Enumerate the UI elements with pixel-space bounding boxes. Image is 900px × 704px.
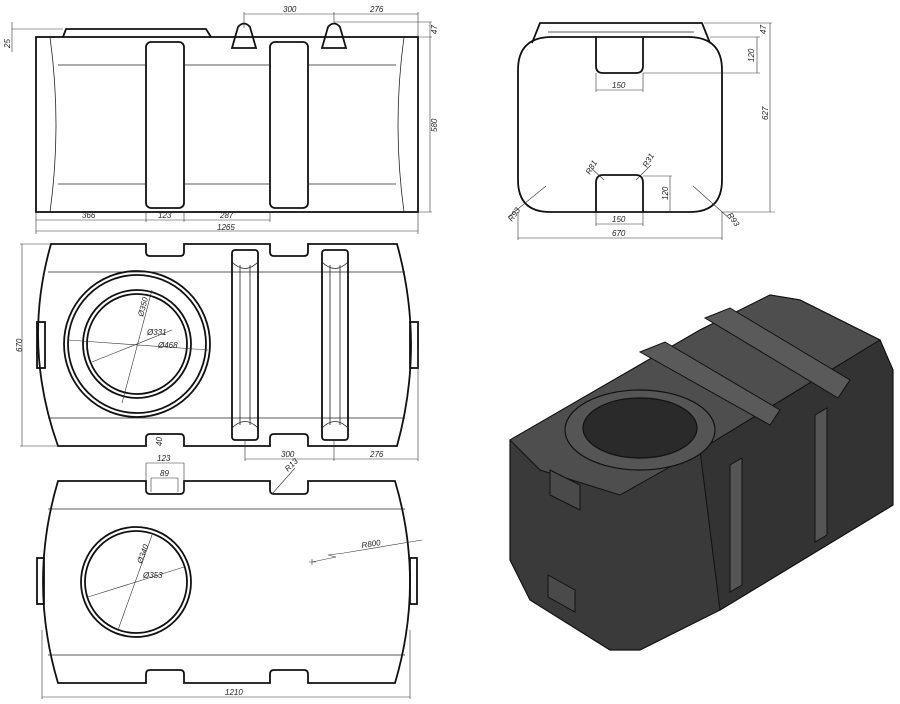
dim-300: 300 — [283, 5, 297, 14]
dim-r93-right: R93 — [725, 211, 741, 229]
side-end-curves — [49, 36, 405, 213]
top-inner-lines — [48, 271, 405, 419]
top-handle-left — [36, 321, 46, 369]
side-inner-lines — [58, 64, 396, 185]
dim-276: 276 — [369, 450, 384, 459]
bottom-handle-left — [36, 557, 45, 605]
top-rib-left — [231, 249, 259, 441]
end-notch-bottom — [595, 174, 644, 212]
dim-120-top: 120 — [747, 48, 756, 62]
dim-40: 40 — [155, 437, 164, 446]
dim-r800: R800 — [361, 538, 382, 550]
top-view: Ø350 Ø331 Ø468 670 40 300 276 R13 — [15, 243, 419, 473]
dim-1210: 1210 — [225, 688, 243, 697]
dim-dia-468: Ø468 — [157, 341, 178, 350]
dim-670: 670 — [15, 338, 24, 352]
side-dimension-lines — [11, 12, 432, 234]
dim-670: 670 — [612, 229, 626, 238]
render-side-face — [699, 339, 894, 611]
bottom-opening-outer — [80, 526, 192, 638]
bottom-inner-lines — [48, 508, 405, 656]
side-view: 300 276 47 25 580 366 123 287 1265 — [3, 5, 439, 234]
render-rib-1 — [638, 341, 781, 426]
dim-dia-340: Ø340 — [135, 543, 151, 566]
top-handle-right — [409, 321, 419, 369]
dim-120-bottom: 120 — [661, 186, 670, 200]
side-body-outline — [35, 36, 419, 213]
end-top-trapezoid — [531, 22, 711, 44]
dim-276: 276 — [369, 5, 384, 14]
dim-dia-331: Ø331 — [146, 328, 167, 337]
dim-150-bottom: 150 — [612, 215, 626, 224]
render-rib-2 — [703, 307, 851, 399]
dim-89: 89 — [160, 469, 169, 478]
tank-3d-render — [509, 294, 894, 651]
render-opening — [582, 397, 698, 459]
side-lug-right — [320, 22, 348, 49]
render-straps — [729, 407, 828, 593]
dim-366: 366 — [82, 211, 96, 220]
dim-287: 287 — [219, 211, 234, 220]
side-lug-left — [230, 22, 258, 49]
bottom-view: 123 89 Ø340 Ø353 R800 1210 — [36, 454, 423, 699]
dim-627: 627 — [761, 106, 770, 120]
bottom-handle-right — [409, 557, 418, 605]
top-dimension-lines — [20, 243, 419, 461]
end-dimension-lines — [507, 22, 775, 240]
top-rib-details — [231, 261, 349, 429]
bottom-body-outline — [42, 480, 411, 684]
dim-47: 47 — [430, 25, 439, 34]
top-rib-right — [321, 249, 349, 441]
dim-580: 580 — [430, 118, 439, 132]
render-handles — [547, 469, 581, 613]
dim-47: 47 — [759, 25, 768, 34]
end-body-outline — [517, 36, 723, 213]
dim-25: 25 — [3, 39, 12, 49]
bottom-dimension-lines — [41, 462, 423, 699]
dim-r31-right: R31 — [641, 152, 656, 169]
dim-123: 123 — [157, 454, 171, 463]
dim-1265: 1265 — [217, 223, 235, 232]
top-body-outline — [37, 243, 412, 447]
top-opening-outer — [82, 289, 192, 399]
bottom-opening-inner — [84, 530, 188, 634]
dim-150-top: 150 — [612, 81, 626, 90]
top-collar-outer — [63, 270, 211, 418]
side-strap-left — [145, 41, 185, 209]
dim-r93-left: R93 — [506, 206, 522, 224]
dim-123: 123 — [158, 211, 172, 220]
end-notch-top — [595, 37, 644, 74]
dim-dia-353: Ø353 — [142, 571, 163, 580]
dim-dia-350: Ø350 — [136, 296, 150, 319]
top-opening-inner — [86, 293, 188, 395]
end-view: 47 120 627 150 R31 R31 120 150 R93 R93 6… — [506, 22, 775, 240]
top-collar-ring — [67, 274, 207, 414]
side-lid-bump — [62, 28, 212, 38]
dim-300: 300 — [281, 450, 295, 459]
side-strap-right — [269, 41, 309, 209]
